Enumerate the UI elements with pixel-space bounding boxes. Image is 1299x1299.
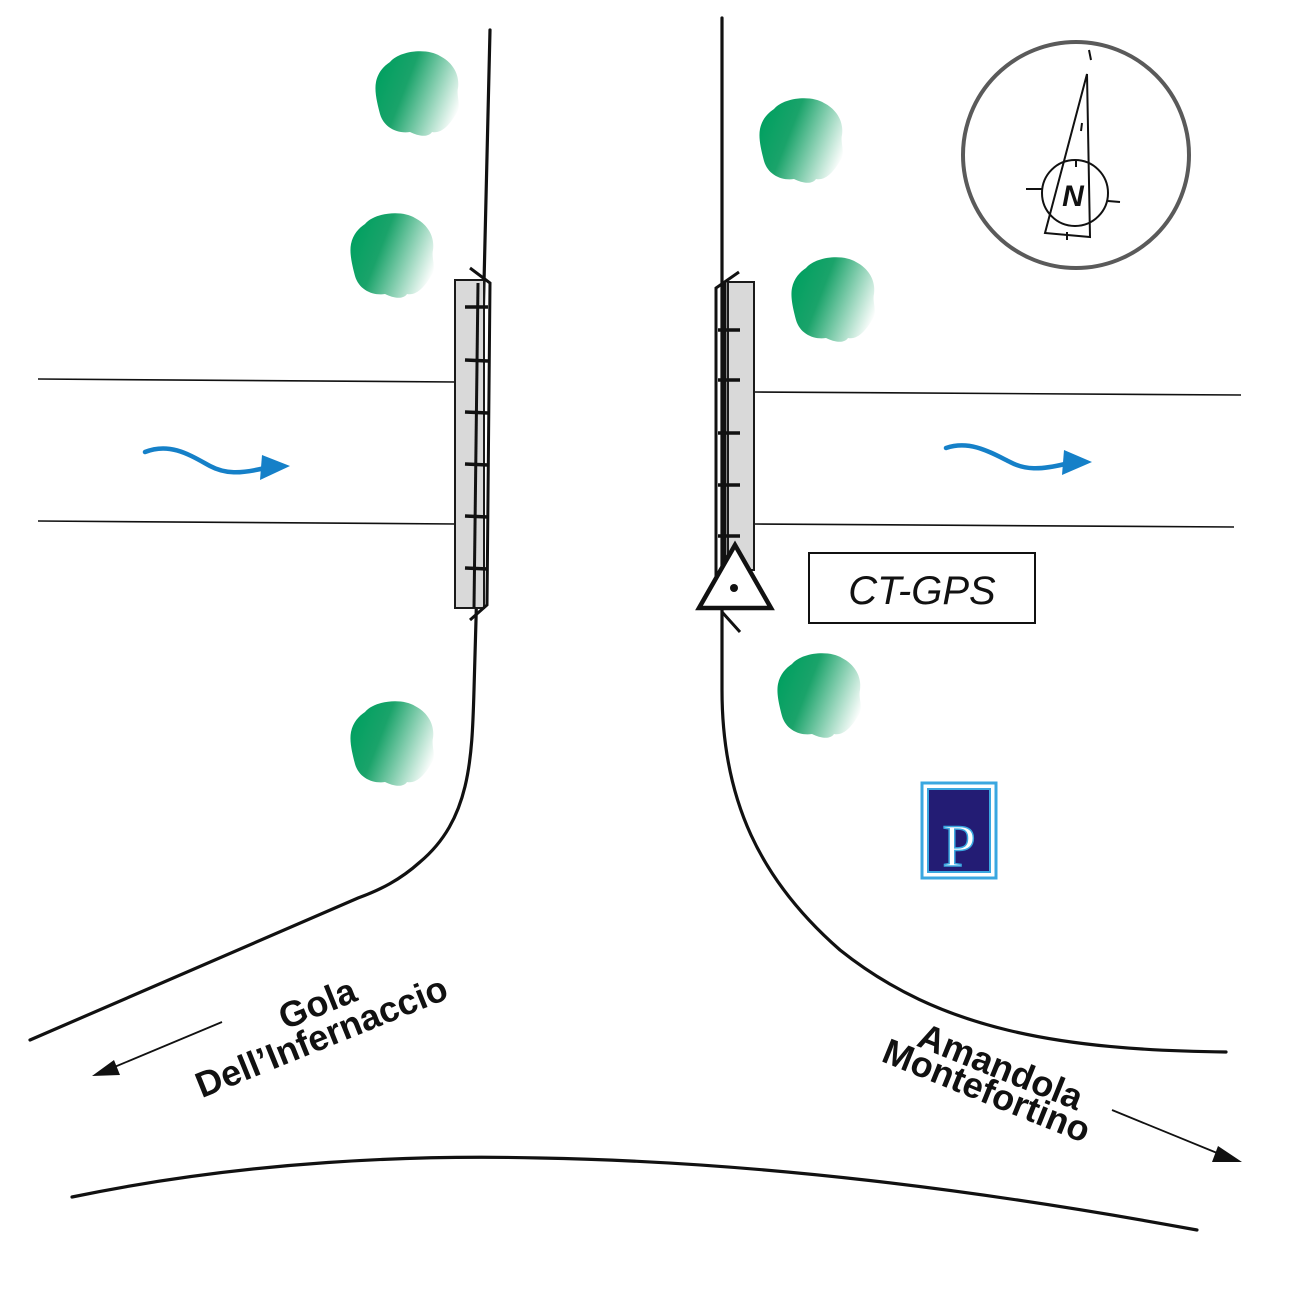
water-flow-arrow-icon bbox=[943, 443, 1092, 475]
bridge-left bbox=[454, 266, 492, 622]
stream-bank-upper-left bbox=[37, 378, 457, 383]
road-edge-bottom bbox=[70, 1155, 1199, 1232]
roads bbox=[28, 16, 1228, 1232]
station-label: CT-GPS bbox=[848, 569, 996, 613]
stream bbox=[37, 378, 1242, 528]
tree-icon bbox=[350, 701, 434, 786]
arrow-southwest-icon bbox=[92, 1060, 120, 1076]
bridge-right bbox=[714, 270, 755, 580]
bridge-deck bbox=[454, 279, 485, 609]
station-label-box: CT-GPS bbox=[808, 552, 1036, 624]
tree-icon bbox=[350, 213, 434, 298]
arrow-southeast-icon bbox=[1212, 1146, 1242, 1162]
destination-right: Amandola Montefortino bbox=[877, 1015, 1242, 1162]
stream-bank-upper-right bbox=[753, 391, 1242, 396]
trees bbox=[350, 51, 875, 786]
compass-ring bbox=[961, 40, 1191, 270]
road-edge-right bbox=[720, 16, 1228, 1054]
bridge-deck bbox=[727, 281, 755, 571]
road-edge-left bbox=[28, 28, 492, 1042]
compass-north-label: N bbox=[1062, 180, 1085, 213]
parking-sign-icon: P bbox=[920, 781, 998, 880]
tree-icon bbox=[759, 98, 843, 183]
tree-icon bbox=[777, 653, 861, 738]
gps-station-triangle-icon[interactable] bbox=[695, 540, 775, 634]
water-flow-arrow-icon bbox=[142, 446, 290, 480]
tree-icon bbox=[791, 257, 875, 342]
north-arrow-icon: N bbox=[961, 40, 1191, 270]
parking-label: P bbox=[942, 813, 975, 879]
stream-bank-lower-right bbox=[753, 523, 1235, 528]
tree-icon bbox=[375, 51, 459, 136]
stream-bank-lower-left bbox=[37, 520, 457, 525]
